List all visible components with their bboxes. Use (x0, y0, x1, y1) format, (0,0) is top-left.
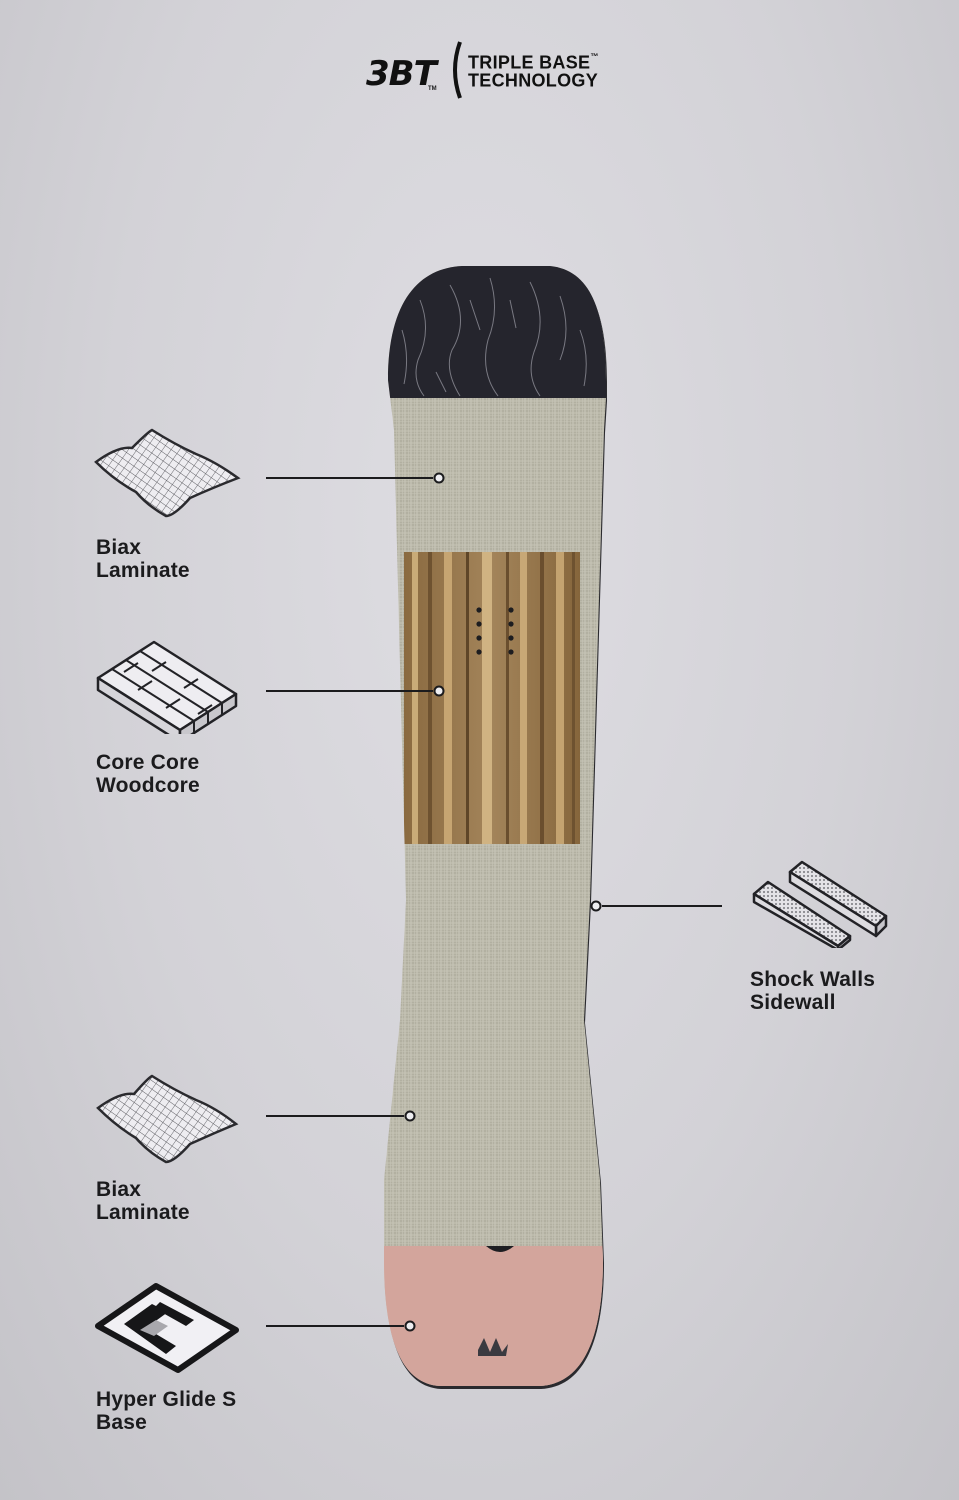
base-logo-tile-icon (95, 1283, 239, 1373)
bracket-divider-icon (453, 41, 462, 99)
topsheet-woodgrain (401, 277, 587, 397)
brand-header: 3BT TM TRIPLE BASE™ TECHNOLOGY (366, 40, 626, 100)
title-line-1: TRIPLE BASE™ (468, 51, 599, 73)
binding-inserts (476, 607, 514, 655)
label-biax-laminate-top: Biax Laminate (96, 536, 190, 582)
label-biax-laminate-bottom: Biax Laminate (96, 1178, 190, 1224)
title-line-2: TECHNOLOGY (468, 69, 599, 91)
wavy-mesh-sheet-icon (96, 1074, 239, 1164)
label-shock-walls-sidewall: Shock Walls Sidewall (750, 968, 876, 1014)
base-layer (384, 1246, 606, 1386)
wavy-mesh-sheet-icon (94, 428, 241, 518)
logo-3bt: 3BT (366, 54, 437, 94)
base-emblem-icon (478, 1338, 508, 1356)
logo-trademark: TM (428, 86, 437, 92)
woodcore-stringers (412, 552, 575, 844)
sidewall-rails-icon (752, 860, 888, 948)
label-core-core-woodcore: Core Core Woodcore (96, 751, 200, 797)
wood-block-stack-icon (96, 640, 238, 734)
topsheet-layer (384, 266, 606, 398)
leader-lines (266, 477, 722, 1327)
leader-endpoints (404, 472, 602, 1332)
label-hyper-glide-s-base: Hyper Glide S Base (96, 1388, 237, 1434)
